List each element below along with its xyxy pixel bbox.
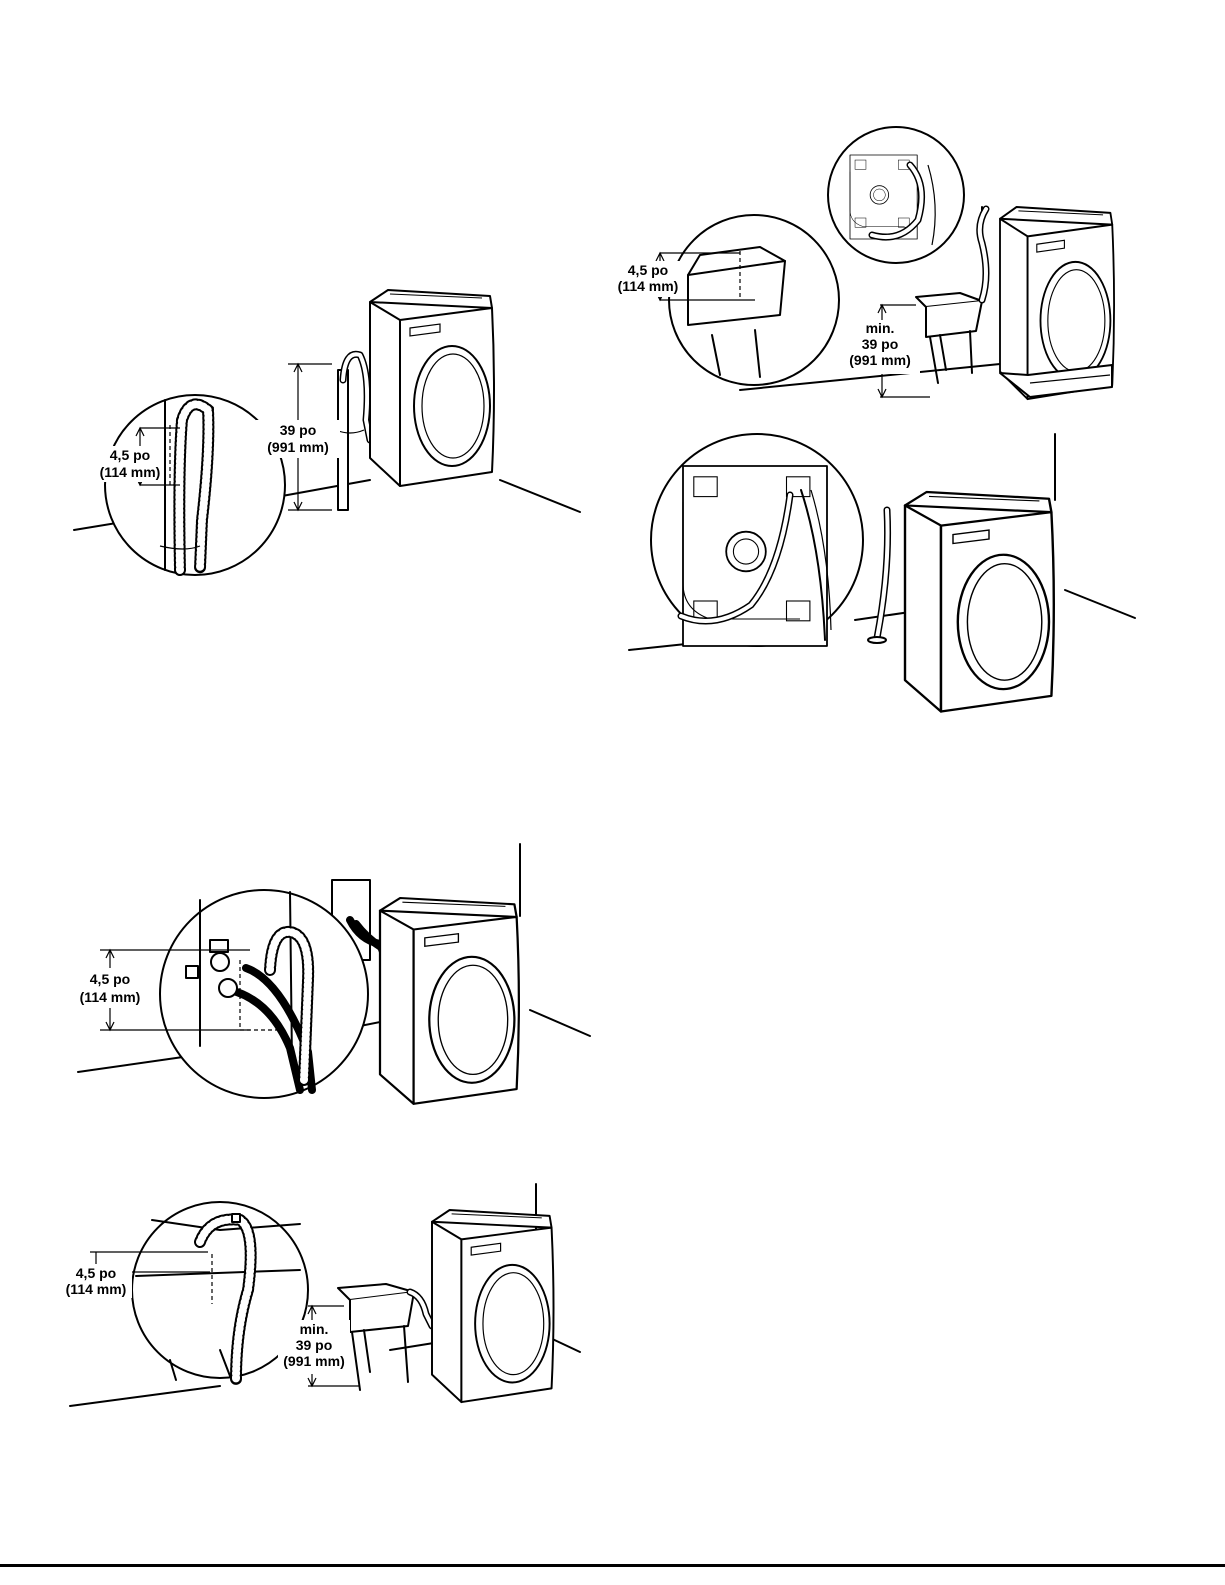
standpipe-height-mm: (991 mm) [267,439,328,455]
laundry-tub-figure: 4,5 po (114 mm) min. 39 po (991 mm) [60,1180,600,1430]
standpipe-illustration: 4,5 po (114 mm) 39 po (991 mm) [60,320,600,580]
tub-circle-height-mm: (114 mm) [66,1281,127,1297]
tub-min-in: 39 po [296,1337,333,1353]
washer [370,290,494,486]
standpipe-circle-height-in: 4,5 po [110,447,150,463]
laundry-tub-pedestal-figure: 4,5 po (114 mm) min. 39 po (991 mm) [610,125,1150,400]
tub-pedestal-circle-height-mm: (114 mm) [618,278,679,294]
laundry-tub-illustration: 4,5 po (114 mm) min. 39 po (991 mm) [60,1180,600,1430]
tub-pedestal-min-prefix: min. [866,320,895,336]
tub-pedestal-min-in: 39 po [862,336,899,352]
tub-pedestal-circle-height-in: 4,5 po [628,262,668,278]
laundry-tub-pedestal-illustration: 4,5 po (114 mm) min. 39 po (991 mm) [610,125,1150,400]
tub-min-prefix: min. [300,1321,329,1337]
wall-faucet-figure: 4,5 po (114 mm) [60,840,600,1100]
page-bottom-rule [0,1564,1225,1567]
wall-faucet-illustration: 4,5 po (114 mm) [60,840,600,1100]
standpipe-circle-height-mm: (114 mm) [100,464,161,480]
floor-drain-illustration [625,430,1145,680]
floor-drain-figure [625,430,1145,680]
wall-circle-height-mm: (114 mm) [80,989,141,1005]
wall-circle-height-in: 4,5 po [90,971,130,987]
tub-pedestal-min-mm: (991 mm) [849,352,910,368]
standpipe-height-in: 39 po [280,422,317,438]
tub-circle-height-in: 4,5 po [76,1265,116,1281]
standpipe-figure: 4,5 po (114 mm) 39 po (991 mm) [60,320,600,580]
tub-min-mm: (991 mm) [283,1353,344,1369]
